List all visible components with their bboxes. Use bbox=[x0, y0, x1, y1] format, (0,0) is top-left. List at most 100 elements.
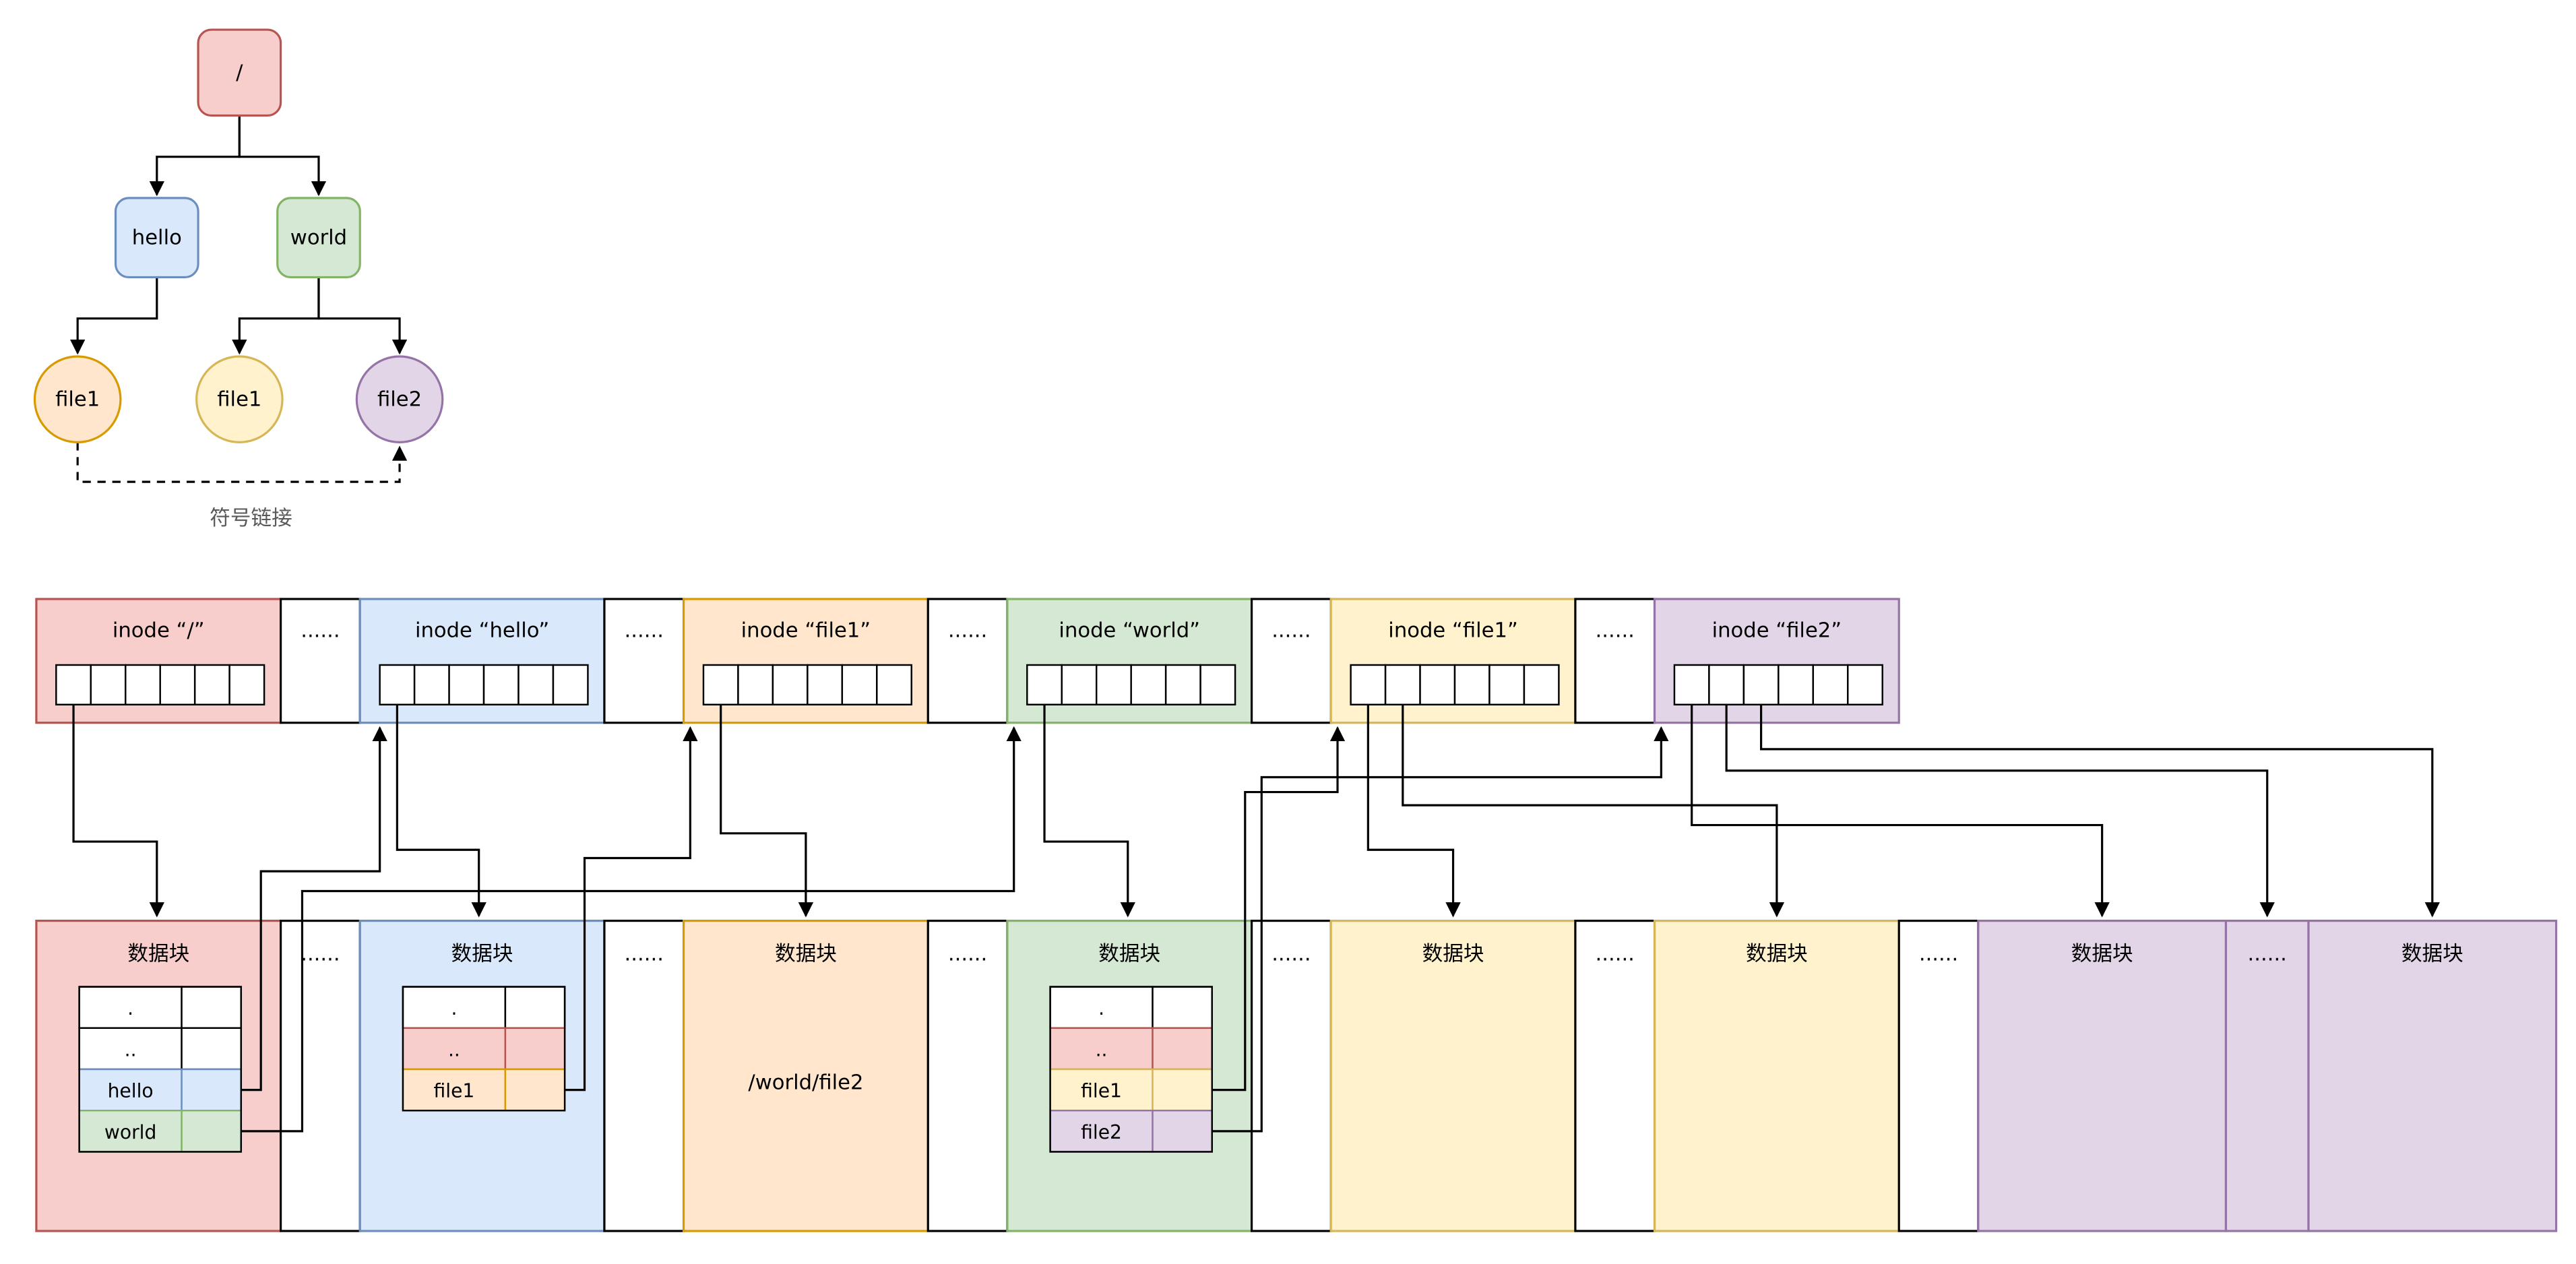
inode-file2-title: inode “file2” bbox=[1712, 619, 1842, 642]
db-gap-box bbox=[926, 919, 1009, 1232]
arrow-entry-file1-to-inode bbox=[1212, 726, 1346, 1092]
dir-table-outline bbox=[402, 986, 566, 1112]
datablock-title: 数据块 bbox=[2401, 942, 2463, 966]
ellipsis-label: ...... bbox=[301, 942, 340, 966]
inode-pointer-cell bbox=[1350, 664, 1387, 705]
arrow-inode-file2-to-datablock-a bbox=[1691, 704, 2110, 918]
edge-root-to-world bbox=[238, 115, 327, 197]
edge-world-to-file2 bbox=[317, 277, 408, 355]
db-gap-box bbox=[1574, 919, 1656, 1232]
inode-pointer-cell bbox=[448, 664, 485, 705]
tree-node-root bbox=[197, 28, 282, 117]
ellipsis-label: ...... bbox=[1271, 942, 1311, 966]
dir-table-outline bbox=[78, 986, 243, 1153]
inode-pointer-cell bbox=[876, 664, 912, 705]
inode-pointer-cell bbox=[1778, 664, 1815, 705]
tree-node-world-label: world bbox=[290, 226, 347, 249]
inode-pointer-cell bbox=[413, 664, 450, 705]
datablock-file1-b: 数据块 bbox=[1653, 919, 1900, 1232]
arrow-entry-world-to-inode bbox=[241, 726, 1022, 1133]
inode-pointer-cell bbox=[702, 664, 739, 705]
inode-pointer-cell bbox=[159, 664, 196, 705]
inode-file1-symlink-pointer-cells bbox=[702, 664, 912, 705]
inode-row: inode “/” ...... inode “hello” ...... in… bbox=[35, 598, 1900, 724]
ellipsis-label: ...... bbox=[1271, 619, 1311, 642]
inode-root-title: inode “/” bbox=[113, 619, 205, 642]
tree-node-file1-under-hello-label: file1 bbox=[55, 387, 100, 411]
tree-node-file1-under-world bbox=[195, 355, 284, 443]
dir-entry-name: file1 bbox=[434, 1080, 475, 1102]
datablock-title: 数据块 bbox=[1098, 942, 1160, 966]
edge-symlink-file1-to-file2 bbox=[76, 442, 408, 483]
edge-root-to-hello bbox=[149, 115, 241, 197]
arrow-inode-file1-to-datablock-b bbox=[1402, 704, 1785, 918]
arrow-inode-file2-to-datablock-b bbox=[1760, 704, 2440, 918]
tree-node-file2 bbox=[355, 355, 444, 443]
inode-pointer-cell bbox=[1488, 664, 1526, 705]
datablock-file2-ellipsis-box bbox=[2224, 919, 2310, 1232]
inode-file1-symlink-title: inode “file1” bbox=[741, 619, 871, 642]
inode-gap-box bbox=[603, 598, 685, 724]
dir-entry-inode-cell bbox=[181, 1110, 243, 1153]
datablock-hello-dir: 数据块 ...file1 bbox=[358, 919, 606, 1232]
datablock-file2-a: 数据块 bbox=[1977, 919, 2228, 1232]
ellipsis-label: ...... bbox=[625, 619, 664, 642]
inode-pointer-cell bbox=[772, 664, 809, 705]
datablock-file1-a-box bbox=[1329, 919, 1577, 1232]
arrow-inode-hello-to-datablock bbox=[396, 704, 486, 918]
inode-pointer-cell bbox=[1708, 664, 1745, 705]
ellipsis-label: ...... bbox=[625, 942, 664, 966]
dir-entry-inode-cell bbox=[1152, 1110, 1213, 1153]
datablock-file1-a: 数据块 bbox=[1329, 919, 1577, 1232]
inode-gap-2: ...... bbox=[603, 598, 685, 724]
inode-hello-pointer-cells bbox=[379, 664, 589, 705]
inode-file1-symlink: inode “file1” bbox=[682, 598, 929, 724]
dir-entry-name: file2 bbox=[1081, 1121, 1122, 1143]
arrow-entry-file1-to-inode-symlink bbox=[565, 726, 698, 1092]
dir-entry-name: file1 bbox=[1081, 1080, 1122, 1102]
inode-root: inode “/” bbox=[35, 598, 282, 724]
tree-node-file2-label: file2 bbox=[377, 387, 422, 411]
inode-root-pointer-cells bbox=[55, 664, 265, 705]
datablock-title: 数据块 bbox=[127, 942, 189, 966]
inode-world: inode “world” bbox=[1006, 598, 1253, 724]
db-gap-box bbox=[280, 919, 361, 1232]
dir-table-outline bbox=[1049, 986, 1213, 1153]
inode-pointer-cell bbox=[1199, 664, 1236, 705]
inode-gap-box bbox=[926, 598, 1009, 724]
ellipsis-label: ...... bbox=[1596, 942, 1635, 966]
arrow-entry-file2-to-inode bbox=[1212, 726, 1669, 1133]
dir-entry-inode-cell bbox=[1152, 986, 1213, 1030]
dir-entry-inode-cell bbox=[181, 1068, 243, 1112]
dir-entry-name: hello bbox=[108, 1080, 154, 1102]
inode-pointer-cell bbox=[125, 664, 161, 705]
hello-dir-table: ...file1 bbox=[402, 986, 566, 1112]
symlink-label: 符号链接 bbox=[210, 507, 292, 530]
datablock-file2-a-box bbox=[1977, 919, 2228, 1232]
ellipsis-label: ...... bbox=[948, 942, 987, 966]
db-gap-5: ...... bbox=[1574, 919, 1656, 1232]
pointer-arrows bbox=[72, 704, 2440, 1133]
dir-entry-name-cell bbox=[1049, 1068, 1154, 1112]
arrow-entry-hello-to-inode bbox=[241, 726, 387, 1092]
dir-entry-name: .. bbox=[448, 1038, 460, 1061]
inode-pointer-cell bbox=[1164, 664, 1201, 705]
inode-file1: inode “file1” bbox=[1329, 598, 1577, 724]
ellipsis-label: ...... bbox=[2248, 942, 2287, 966]
datablock-title: 数据块 bbox=[451, 942, 513, 966]
inode-pointer-cell bbox=[1453, 664, 1490, 705]
inode-pointer-cell bbox=[517, 664, 555, 705]
inode-file2: inode “file2” bbox=[1653, 598, 1900, 724]
inode-pointer-cell bbox=[1847, 664, 1883, 705]
db-gap-3: ...... bbox=[926, 919, 1009, 1232]
inode-pointer-cell bbox=[807, 664, 844, 705]
inode-pointer-cell bbox=[1026, 664, 1063, 705]
dir-entry-inode-cell bbox=[1152, 1027, 1213, 1071]
dir-entry-inode-cell bbox=[181, 1027, 243, 1071]
inode-gap-box bbox=[280, 598, 361, 724]
inode-file1-pointer-cells bbox=[1350, 664, 1560, 705]
inode-hello-title: inode “hello” bbox=[415, 619, 549, 642]
